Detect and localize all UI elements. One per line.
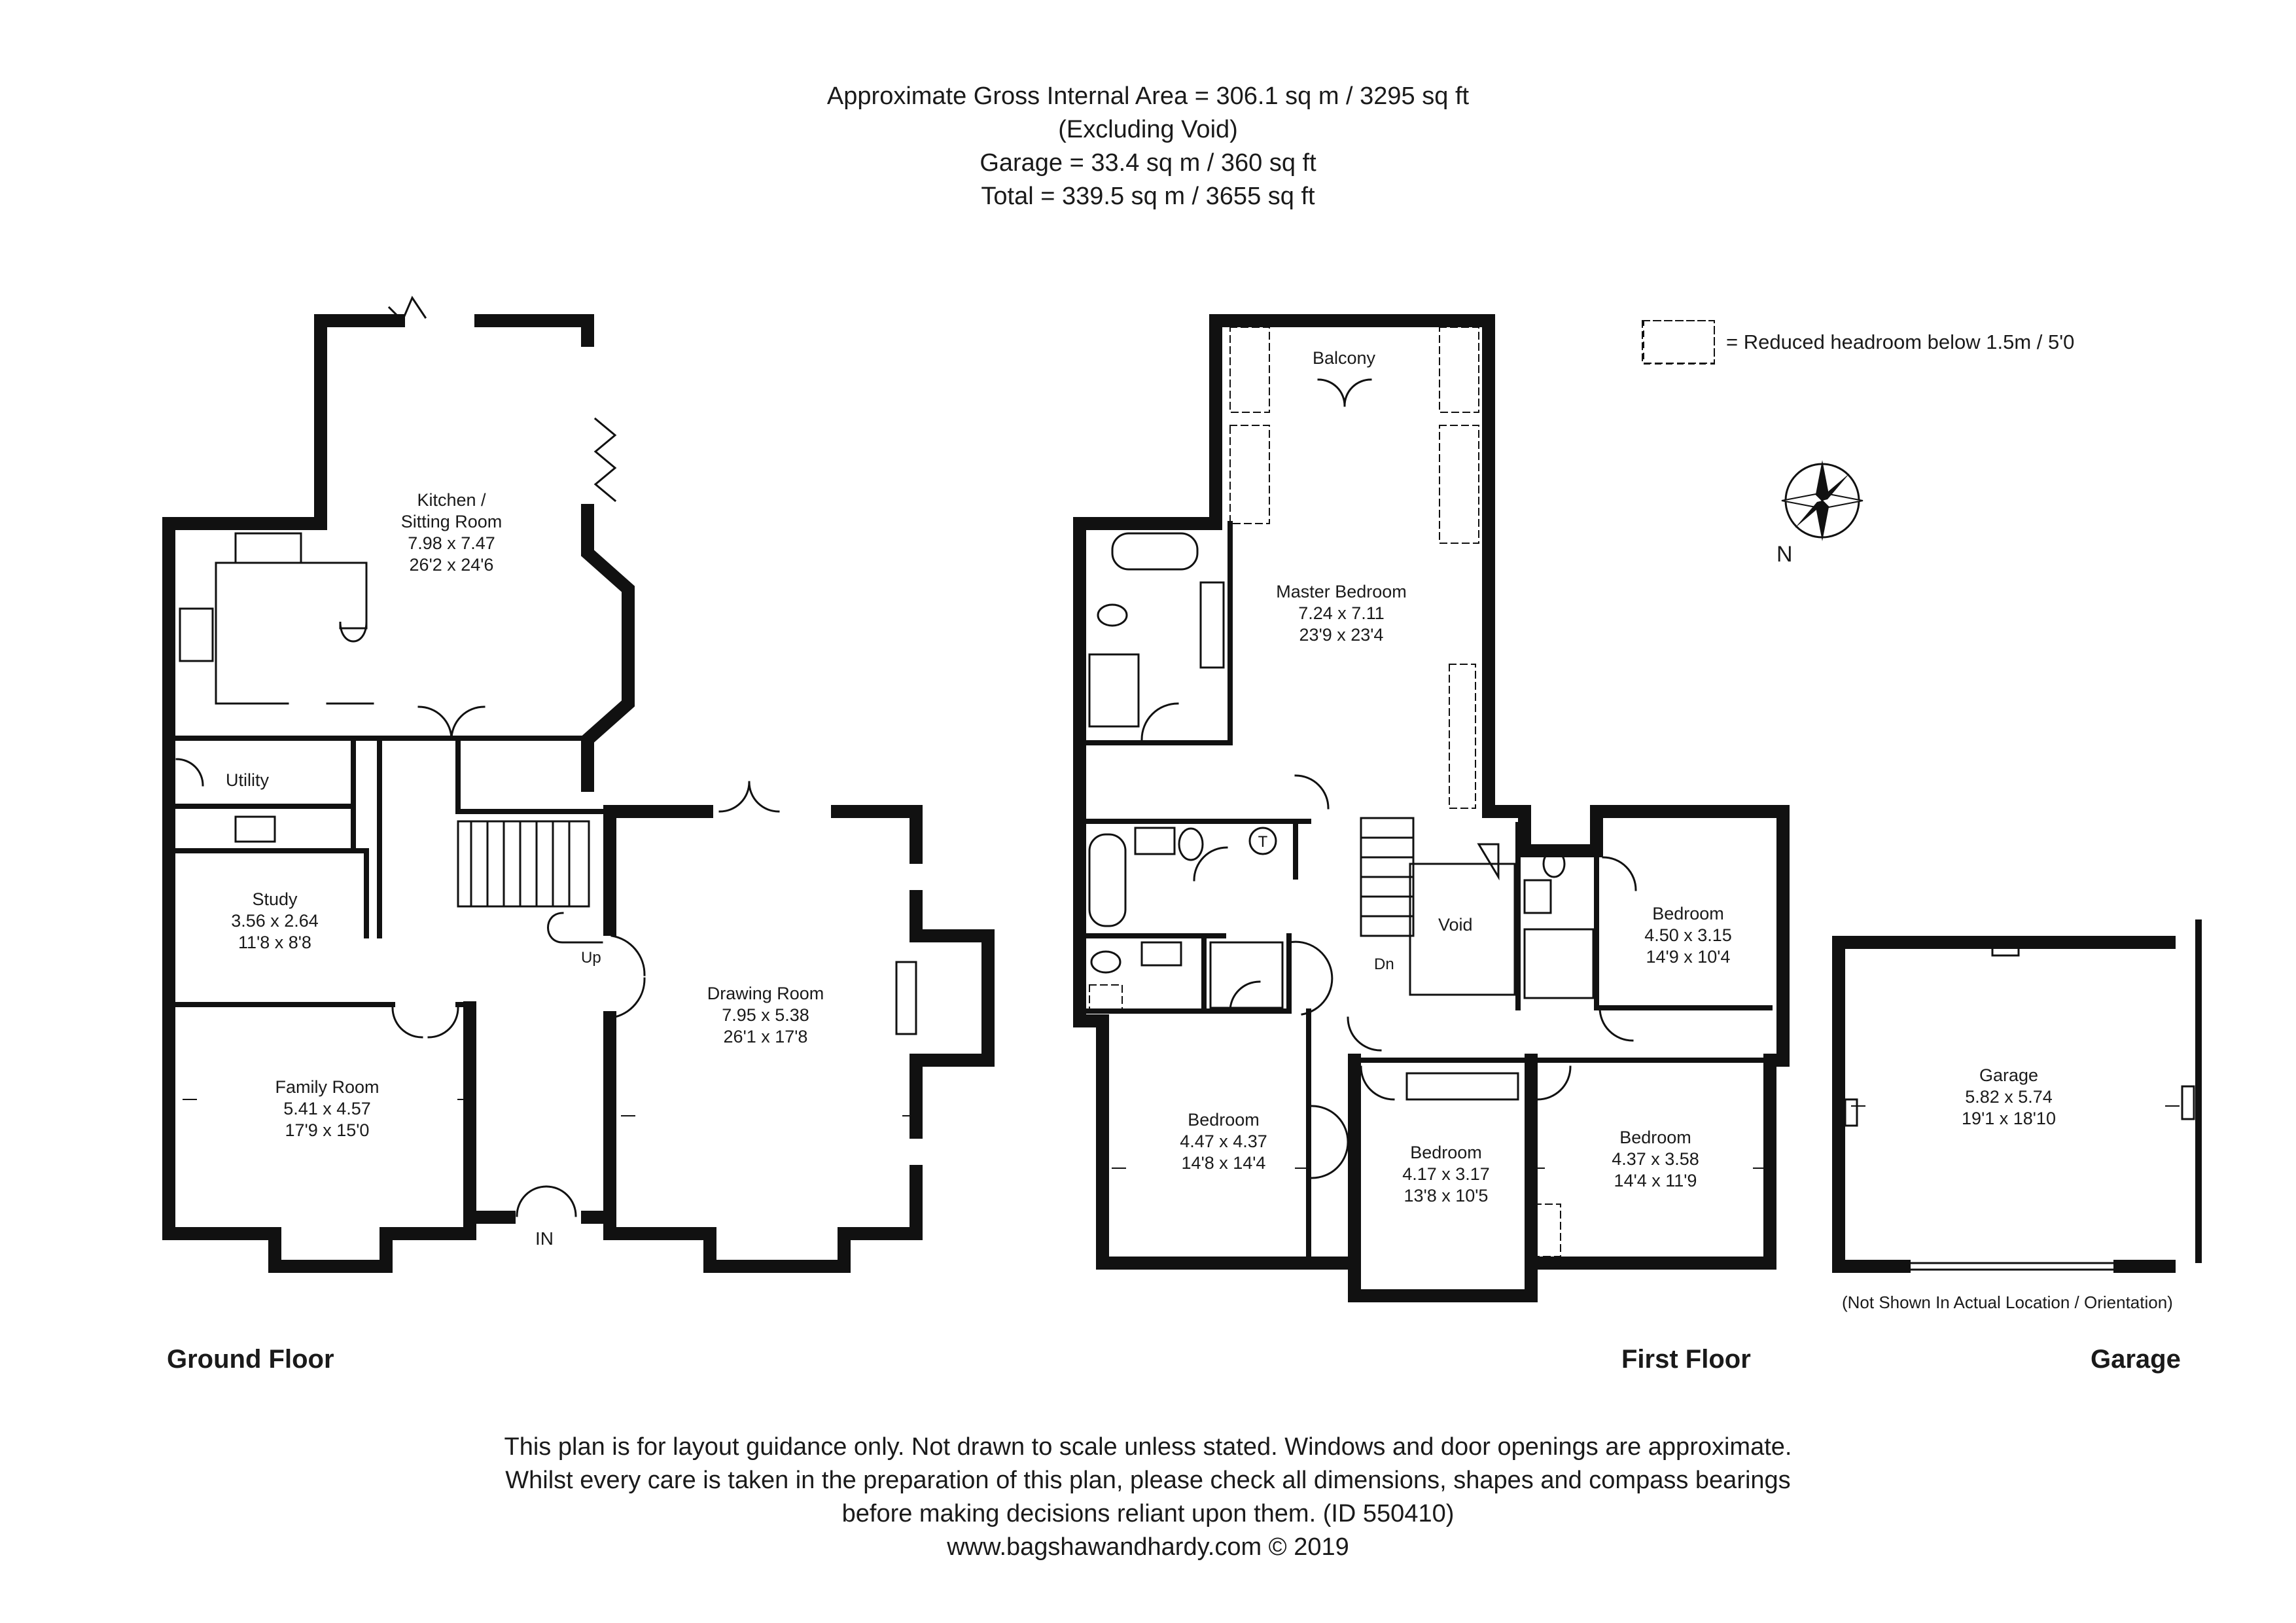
website-copyright: www.bagshawandhardy.com © 2019 [947,1533,1349,1561]
ground-floor-doors [175,295,780,1217]
family-room-imperial: 17'9 x 15'0 [285,1120,370,1140]
compass-rose-icon [1781,460,1863,541]
bedroom-ne-label: Bedroom 4.50 x 3.15 14'9 x 10'4 [1623,903,1754,968]
first-floor-inner-walls [1077,521,1773,1266]
gross-area-line: Approximate Gross Internal Area = 306.1 … [826,82,1470,110]
garage-name: Garage [1979,1065,2039,1085]
kitchen-units [179,532,374,843]
bedroom-sw-name: Bedroom [1188,1110,1260,1130]
garage-door [1844,941,2195,1271]
study-imperial: 11'8 x 8'8 [238,933,311,952]
bedroom-s-imperial: 13'8 x 10'5 [1404,1186,1489,1205]
bedroom-s-metric: 4.17 x 3.17 [1402,1164,1490,1184]
void-label: Void [1438,915,1473,935]
bedroom-ne-imperial: 14'9 x 10'4 [1646,947,1731,967]
area-summary: Approximate Gross Internal Area = 306.1 … [0,80,2296,213]
bedroom-ne-name: Bedroom [1652,904,1724,923]
kitchen-label: Kitchen / Sitting Room 7.98 x 7.47 26'2 … [366,490,537,576]
drawing-room-metric: 7.95 x 5.38 [722,1005,809,1025]
master-bedroom-metric: 7.24 x 7.11 [1298,603,1385,623]
drawing-room-imperial: 26'1 x 17'8 [723,1027,808,1046]
disclaimer: This plan is for layout guidance only. N… [0,1431,2296,1564]
garage-area-line: Garage = 33.4 sq m / 360 sq ft [980,149,1316,177]
utility-label: Utility [226,770,269,790]
bedroom-se-label: Bedroom 4.37 x 3.58 14'4 x 11'9 [1590,1127,1721,1192]
study-metric: 3.56 x 2.64 [231,911,319,931]
kitchen-name-2: Sitting Room [400,512,503,531]
first-floor-bathroom-fixtures [1088,532,1595,1101]
balcony-label: Balcony [1313,348,1376,368]
bedroom-sw-label: Bedroom 4.47 x 4.37 14'8 x 14'4 [1158,1109,1289,1174]
disclaimer-line-3: before making decisions reliant upon the… [841,1500,1455,1527]
bedroom-sw-metric: 4.47 x 4.37 [1180,1132,1267,1151]
bedroom-s-label: Bedroom 4.17 x 3.17 13'8 x 10'5 [1381,1142,1511,1207]
master-bedroom-label: Master Bedroom 7.24 x 7.11 23'9 x 23'4 [1256,581,1426,646]
tank-label: T [1258,833,1268,851]
bedroom-sw-imperial: 14'8 x 14'4 [1181,1153,1266,1173]
drawing-room-name: Drawing Room [707,984,824,1003]
family-room-label: Family Room 5.41 x 4.57 17'9 x 15'0 [249,1077,406,1141]
first-floor-walls [1073,314,1790,1302]
bedroom-ne-metric: 4.50 x 3.15 [1644,925,1732,945]
study-name: Study [252,889,298,909]
dimension-arrows [183,1099,2180,1169]
first-floor-doors [1140,378,1637,1179]
garage-walls [1832,919,2202,1273]
legend-text: = Reduced headroom below 1.5m / 5'0 [1726,330,2075,353]
drawing-room-fireplace [895,961,917,1035]
bedroom-se-imperial: 14'4 x 11'9 [1614,1171,1697,1190]
garage-location-note: (Not Shown In Actual Location / Orientat… [1842,1293,2173,1312]
bedroom-s-name: Bedroom [1410,1143,1482,1162]
garage-metric: 5.82 x 5.74 [1965,1087,2053,1107]
bedroom-se-name: Bedroom [1619,1128,1691,1147]
ground-floor-stairs [457,820,603,944]
total-area-line: Total = 339.5 sq m / 3655 sq ft [981,183,1315,210]
drawing-room-label: Drawing Room 7.95 x 5.38 26'1 x 17'8 [687,983,844,1048]
excluding-void-line: (Excluding Void) [1058,116,1238,143]
compass-north-label: N [1776,542,1793,567]
master-bedroom-name: Master Bedroom [1276,582,1407,601]
disclaimer-line-2: Whilst every care is taken in the prepar… [505,1467,1791,1494]
ground-floor-title: Ground Floor [167,1345,334,1374]
kitchen-metric: 7.98 x 7.47 [408,533,495,553]
entrance-label: IN [535,1228,554,1249]
bedroom-se-metric: 4.37 x 3.58 [1612,1149,1699,1169]
garage-title: Garage [2091,1345,2181,1374]
stairs-up-label: Up [581,949,601,967]
stairs-down-label: Dn [1374,955,1394,973]
first-floor-stairs [1360,817,1516,996]
first-floor-title: First Floor [1621,1345,1751,1374]
family-room-name: Family Room [275,1077,380,1097]
kitchen-name-1: Kitchen / [417,490,486,510]
disclaimer-line-1: This plan is for layout guidance only. N… [504,1433,1792,1461]
ground-floor-inner-walls [166,736,612,1007]
garage-imperial: 19'1 x 18'10 [1962,1109,2056,1128]
ground-floor-walls [162,314,995,1273]
family-room-metric: 5.41 x 4.57 [283,1099,371,1118]
kitchen-imperial: 26'2 x 24'6 [409,555,494,575]
legend-dashed-box [1643,320,1715,365]
study-label: Study 3.56 x 2.64 11'8 x 8'8 [209,889,340,954]
master-bedroom-imperial: 23'9 x 23'4 [1299,625,1384,645]
garage-room-label: Garage 5.82 x 5.74 19'1 x 18'10 [1943,1065,2074,1130]
